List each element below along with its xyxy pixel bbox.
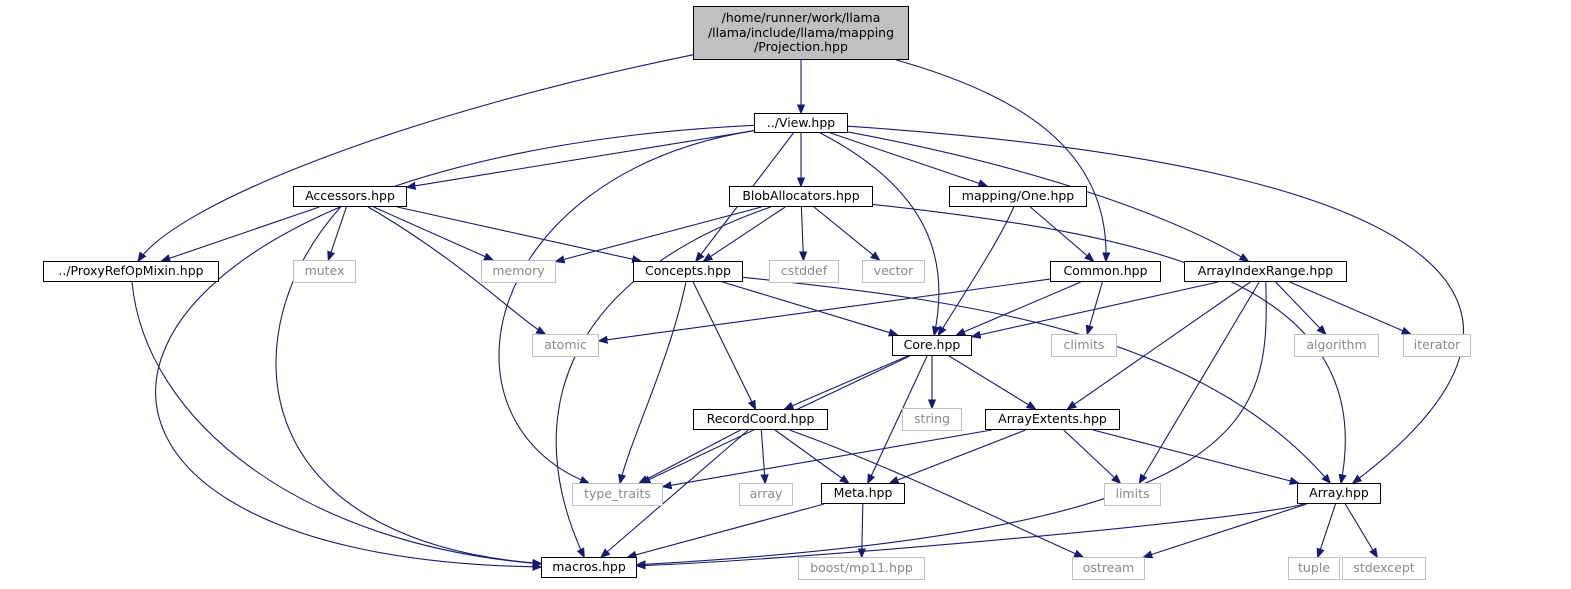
node-array-extents-hpp[interactable]: ArrayExtents.hpp bbox=[985, 409, 1120, 430]
edge-accessors-to-concepts bbox=[397, 206, 640, 261]
edge-accessors-to-memory bbox=[373, 206, 493, 260]
edge-common-to-core bbox=[957, 281, 1082, 335]
edge-view-to-macros bbox=[155, 124, 755, 567]
edge-concepts-to-core bbox=[722, 281, 898, 335]
node-climits: climits bbox=[1051, 334, 1117, 357]
node-cstddef: cstddef bbox=[769, 260, 839, 283]
edge-array-hpp-to-macros bbox=[637, 503, 1304, 566]
edge-concepts-to-type-traits bbox=[620, 281, 687, 483]
node-stdexcept: stdexcept bbox=[1342, 557, 1426, 580]
node-vector: vector bbox=[862, 260, 925, 283]
edge-view-to-mapping-one bbox=[830, 132, 988, 186]
edge-concepts-to-record-coord bbox=[692, 281, 755, 409]
node-algorithm: algorithm bbox=[1294, 334, 1379, 357]
edge-array-index-range-to-limits bbox=[1139, 281, 1260, 483]
edge-array-hpp-to-ostream bbox=[1144, 503, 1307, 557]
edge-array-hpp-to-stdexcept bbox=[1344, 503, 1377, 557]
node-view-hpp[interactable]: ../View.hpp bbox=[754, 113, 848, 133]
edge-core-to-array-extents bbox=[948, 355, 1035, 409]
node-memory: memory bbox=[481, 260, 556, 283]
node-accessors-hpp[interactable]: Accessors.hpp bbox=[293, 186, 407, 207]
edge-projection-to-proxy-ref-op-mixin bbox=[138, 54, 694, 261]
edge-array-index-range-to-array-extents bbox=[1068, 281, 1251, 409]
edge-record-coord-to-meta bbox=[774, 429, 849, 483]
edge-array-index-range-to-macros bbox=[637, 281, 1267, 565]
node-tuple: tuple bbox=[1288, 557, 1340, 580]
node-string: string bbox=[902, 408, 962, 431]
edge-record-coord-to-array-std bbox=[761, 429, 765, 483]
node-limits: limits bbox=[1104, 483, 1161, 506]
edge-record-coord-to-type-traits bbox=[639, 429, 741, 483]
edge-record-coord-to-macros bbox=[601, 429, 749, 557]
edge-record-coord-to-ostream bbox=[789, 429, 1083, 557]
edge-view-to-array-hpp bbox=[847, 125, 1465, 483]
edge-mapping-one-to-common bbox=[1029, 206, 1093, 261]
edge-array-extents-to-limits bbox=[1063, 429, 1121, 483]
node-boost-mp11-hpp: boost/mp11.hpp bbox=[798, 557, 925, 580]
edge-core-to-record-coord bbox=[785, 355, 908, 409]
edge-core-to-meta bbox=[868, 355, 928, 483]
node-common-hpp[interactable]: Common.hpp bbox=[1050, 261, 1161, 282]
edge-concepts-to-array-hpp bbox=[742, 276, 1330, 483]
edge-meta-to-boost-mp11 bbox=[862, 503, 863, 557]
node-macros-hpp[interactable]: macros.hpp bbox=[541, 557, 637, 578]
node-meta-hpp[interactable]: Meta.hpp bbox=[821, 483, 905, 504]
edge-array-index-range-to-algorithm bbox=[1275, 281, 1326, 334]
edge-blob-allocators-to-macros bbox=[555, 206, 771, 557]
node-mutex: mutex bbox=[293, 260, 356, 283]
edge-accessors-to-mutex bbox=[328, 206, 347, 260]
edge-blob-allocators-to-cstddef bbox=[801, 206, 803, 260]
edge-view-to-accessors bbox=[407, 130, 755, 188]
edge-projection-to-common bbox=[896, 59, 1106, 261]
edge-view-to-array-index-range bbox=[847, 131, 1248, 261]
edge-meta-to-macros bbox=[628, 503, 825, 557]
edge-array-hpp-to-tuple bbox=[1318, 503, 1337, 557]
edge-proxy-ref-op-mixin-to-macros bbox=[131, 281, 541, 564]
edge-accessors-to-atomic bbox=[367, 206, 545, 334]
edge-view-to-type-traits bbox=[498, 130, 755, 483]
edge-array-index-range-to-core bbox=[972, 281, 1219, 337]
node-proxy-ref-op-mixin-hpp[interactable]: ../ProxyRefOpMixin.hpp bbox=[43, 261, 219, 282]
node-projection-hpp[interactable]: /home/runner/work/llama/llama/include/ll… bbox=[693, 6, 909, 60]
node-record-coord-hpp[interactable]: RecordCoord.hpp bbox=[693, 409, 828, 430]
edge-common-to-atomic bbox=[599, 278, 1051, 341]
node-array-hpp[interactable]: Array.hpp bbox=[1297, 483, 1381, 504]
edge-common-to-climits bbox=[1087, 281, 1103, 334]
node-iterator: iterator bbox=[1403, 334, 1471, 357]
node-array-index-range-hpp[interactable]: ArrayIndexRange.hpp bbox=[1184, 261, 1347, 282]
node-ostream: ostream bbox=[1072, 557, 1145, 580]
edge-accessors-to-proxy-ref-op-mixin bbox=[162, 206, 320, 261]
edge-blob-allocators-to-vector bbox=[813, 206, 879, 260]
edge-array-index-range-to-iterator bbox=[1289, 281, 1411, 334]
node-core-hpp[interactable]: Core.hpp bbox=[892, 335, 972, 356]
node-mapping-one-hpp[interactable]: mapping/One.hpp bbox=[949, 186, 1087, 207]
edge-array-extents-to-meta bbox=[890, 429, 1026, 483]
edge-blob-allocators-to-concepts bbox=[704, 206, 786, 261]
node-atomic: atomic bbox=[532, 334, 599, 357]
edge-view-to-core bbox=[820, 132, 939, 335]
edge-mapping-one-to-core bbox=[939, 206, 1015, 335]
node-array-std: array bbox=[739, 483, 793, 506]
node-blob-allocators-hpp[interactable]: BlobAllocators.hpp bbox=[729, 186, 873, 207]
edge-array-extents-to-array-hpp bbox=[1093, 429, 1298, 483]
node-type-traits: type_traits bbox=[572, 483, 663, 506]
edge-array-extents-to-type-traits bbox=[663, 429, 992, 487]
node-concepts-hpp[interactable]: Concepts.hpp bbox=[633, 261, 743, 282]
edge-blob-allocators-to-memory bbox=[556, 206, 762, 262]
